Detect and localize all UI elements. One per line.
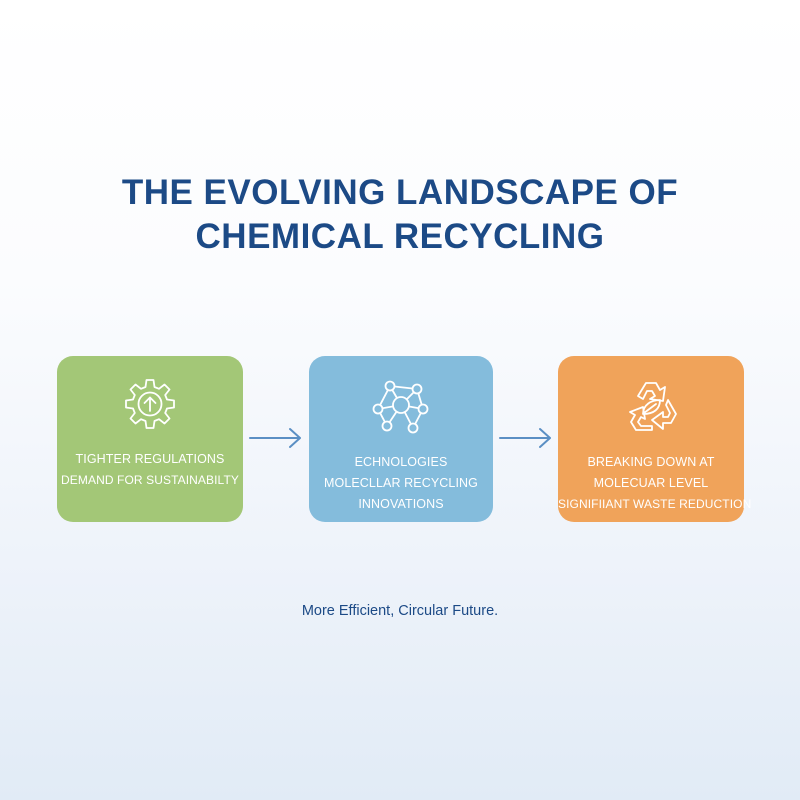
step-text: ECHNOLOGIES MOLECLLAR RECYCLING INNOVATI… [309, 452, 493, 515]
arrow-right-icon [496, 424, 556, 452]
step-card-regulations: TIGHTER REGULATIONS DEMAND FOR SUSTAINAB… [57, 356, 243, 522]
title-line-2: CHEMICAL RECYCLING [195, 217, 605, 256]
recycle-leaf-icon [616, 372, 686, 442]
step-line: BREAKING DOWN AT [587, 455, 715, 469]
step-line: DEMAND FOR SUSTAINABILTY [61, 473, 239, 487]
step-line: SIGNIFIIANT WASTE REDUCTION [558, 497, 752, 511]
step-line: MOLECLLAR RECYCLING [323, 476, 479, 490]
step-text: BREAKING DOWN AT MOLECUAR LEVEL SIGNIFII… [558, 452, 752, 515]
footer-tagline: More Efficient, Circular Future. [301, 603, 499, 619]
title-line-1: THE EVOLVING LANDSCAPE OF [121, 173, 679, 212]
step-line: ECHNOLOGIES [354, 455, 448, 469]
step-card-breaking-down: BREAKING DOWN AT MOLECUAR LEVEL SIGNIFII… [558, 356, 752, 522]
step-line: MOLECUAR LEVEL [593, 476, 709, 490]
molecule-network-icon [366, 372, 436, 442]
diagram-title: THE EVOLVING LANDSCAPE OF CHEMICAL RECYC… [0, 171, 800, 259]
arrow-right-icon [246, 424, 306, 452]
step-line: INNOVATIONS [358, 497, 444, 511]
step-line: TIGHTER REGULATIONS [75, 452, 225, 466]
step-card-technologies: ECHNOLOGIES MOLECLLAR RECYCLING INNOVATI… [309, 356, 493, 522]
gear-arrow-icon [115, 372, 185, 442]
step-text: TIGHTER REGULATIONS DEMAND FOR SUSTAINAB… [57, 449, 243, 491]
